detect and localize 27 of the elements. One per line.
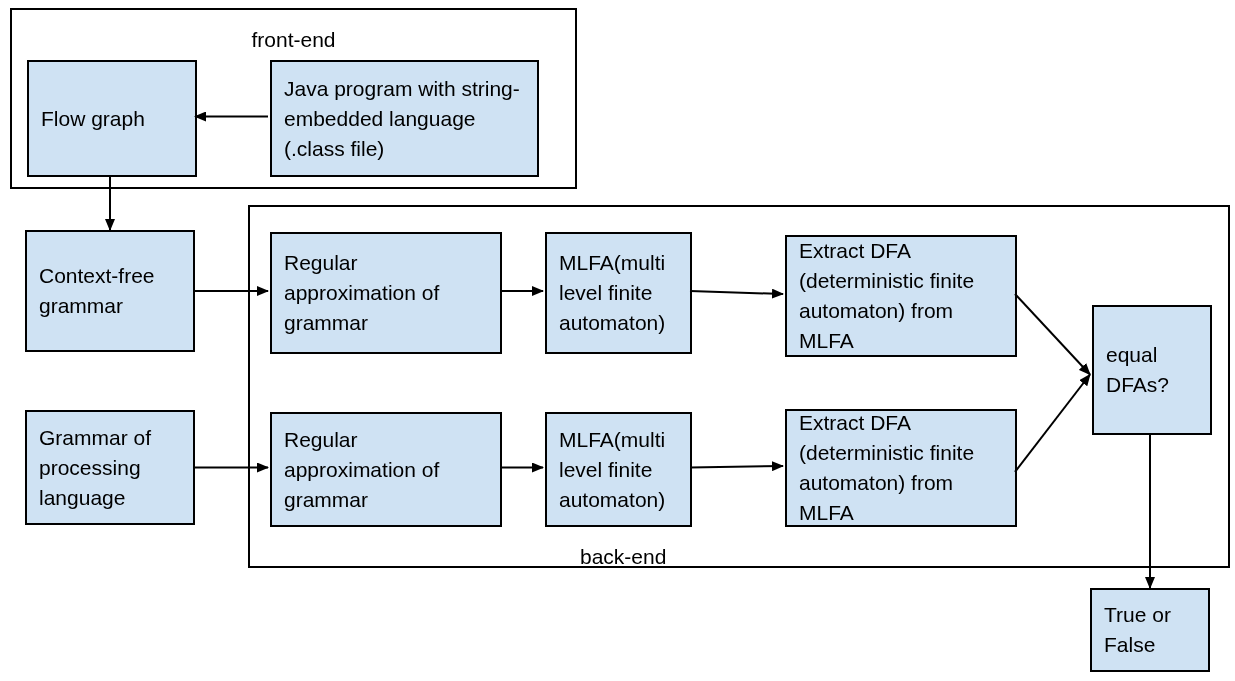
arrow xyxy=(105,174,115,231)
process-box: Extract DFA (deterministic finite automaton) from MLFA xyxy=(785,409,1017,527)
group-frame xyxy=(248,205,1230,568)
arrow xyxy=(194,286,269,296)
process-box: Regular approximation of grammar xyxy=(270,232,502,354)
arrow xyxy=(689,461,784,472)
process-box: Regular approximation of grammar xyxy=(270,412,502,527)
arrow xyxy=(499,286,544,296)
arrow xyxy=(194,111,269,122)
arrow xyxy=(1014,293,1091,376)
process-box: MLFA(multi level finite automaton) xyxy=(545,412,692,527)
arrow xyxy=(1145,432,1155,589)
process-box: True or False xyxy=(1090,588,1210,672)
process-box: Java program with string-embedded language (.class file) xyxy=(270,60,539,177)
arrow xyxy=(1014,373,1091,473)
process-box: equal DFAs? xyxy=(1092,305,1212,435)
group-label: back-end xyxy=(580,544,667,570)
process-box: MLFA(multi level finite automaton) xyxy=(545,232,692,354)
group-label: front-end xyxy=(250,27,337,53)
arrow xyxy=(194,462,269,473)
process-box: Grammar of processing language xyxy=(25,410,195,525)
process-box: Extract DFA (deterministic finite automaton) from MLFA xyxy=(785,235,1017,357)
process-box: Context-free grammar xyxy=(25,230,195,352)
group-frame xyxy=(10,8,577,189)
process-box: Flow graph xyxy=(27,60,197,177)
arrow xyxy=(499,462,544,473)
arrow xyxy=(689,288,784,299)
